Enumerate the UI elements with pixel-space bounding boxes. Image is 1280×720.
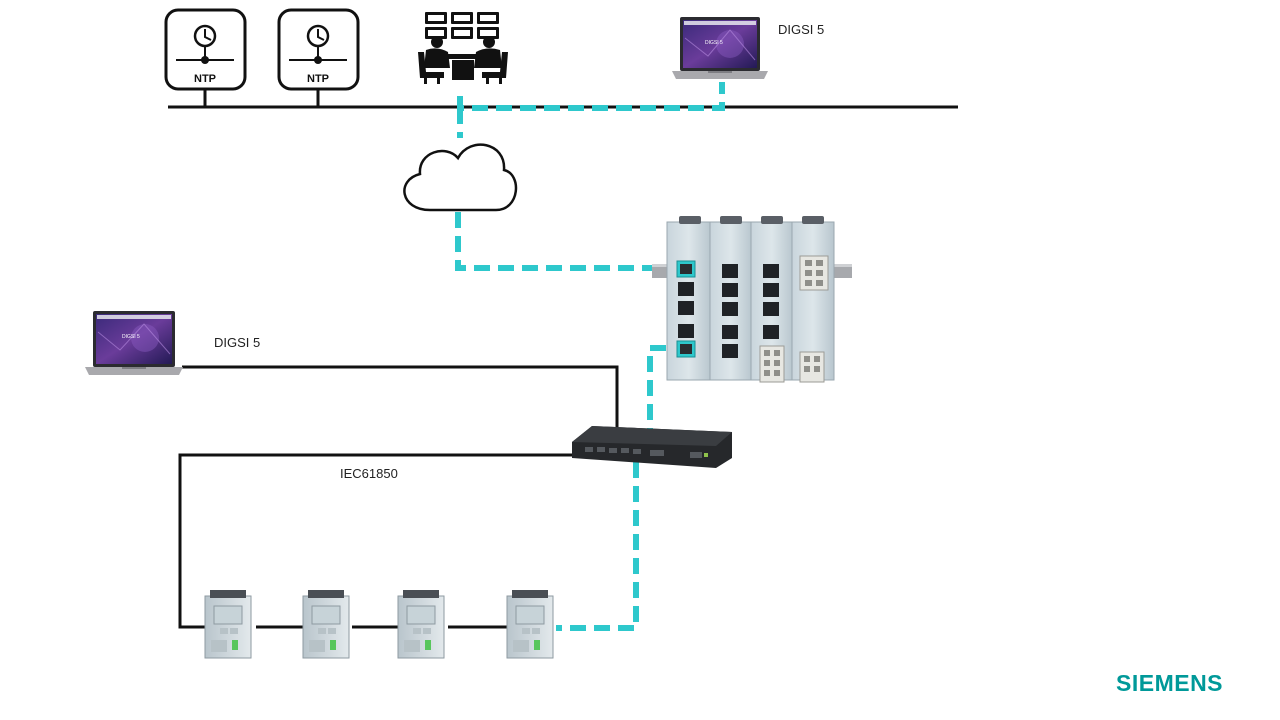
laptop-icon-top: DIGSI 5: [672, 17, 768, 79]
copper-links: [178, 365, 619, 629]
digsi-label-top: DIGSI 5: [778, 22, 824, 37]
fiber-cloud-to-rtu: [455, 212, 672, 271]
clock-icon: [306, 24, 330, 48]
rtu-module-4: [791, 216, 835, 383]
cloud-icon: [403, 143, 518, 212]
rtu-module-3: [750, 216, 794, 383]
ntp-label-1: NTP: [194, 73, 216, 85]
operators-workstation-icon: [418, 12, 508, 84]
rtu-module-1: [666, 216, 712, 381]
laptop-icon-left: DIGSI 5: [85, 311, 183, 375]
protection-relay-3: [397, 590, 445, 659]
digsi-label-left: DIGSI 5: [214, 335, 260, 350]
protection-relay-4: [506, 590, 554, 659]
laptop-screen-text-left: DIGSI 5: [122, 334, 140, 340]
fiber-switch-to-relay: [556, 462, 639, 631]
clock-icon: [193, 24, 217, 48]
iec61850-label: IEC61850: [340, 466, 398, 481]
modular-rtu-device: [652, 216, 852, 383]
laptop-screen-text-top: DIGSI 5: [705, 40, 723, 46]
link-switch-to-relays: [178, 453, 572, 629]
ntp-label-2: NTP: [307, 73, 329, 85]
ntp-server-2: NTP: [277, 8, 360, 91]
ethernet-switch: [572, 426, 732, 468]
ntp-server-1: NTP: [164, 8, 247, 91]
rtu-module-2: [709, 216, 753, 381]
fiber-top-to-digsi: [457, 82, 725, 111]
link-digsi-to-switch: [182, 365, 619, 428]
siemens-logo: SIEMENS: [1116, 670, 1224, 696]
protection-relay-1: [204, 590, 252, 659]
protection-relay-2: [302, 590, 350, 659]
